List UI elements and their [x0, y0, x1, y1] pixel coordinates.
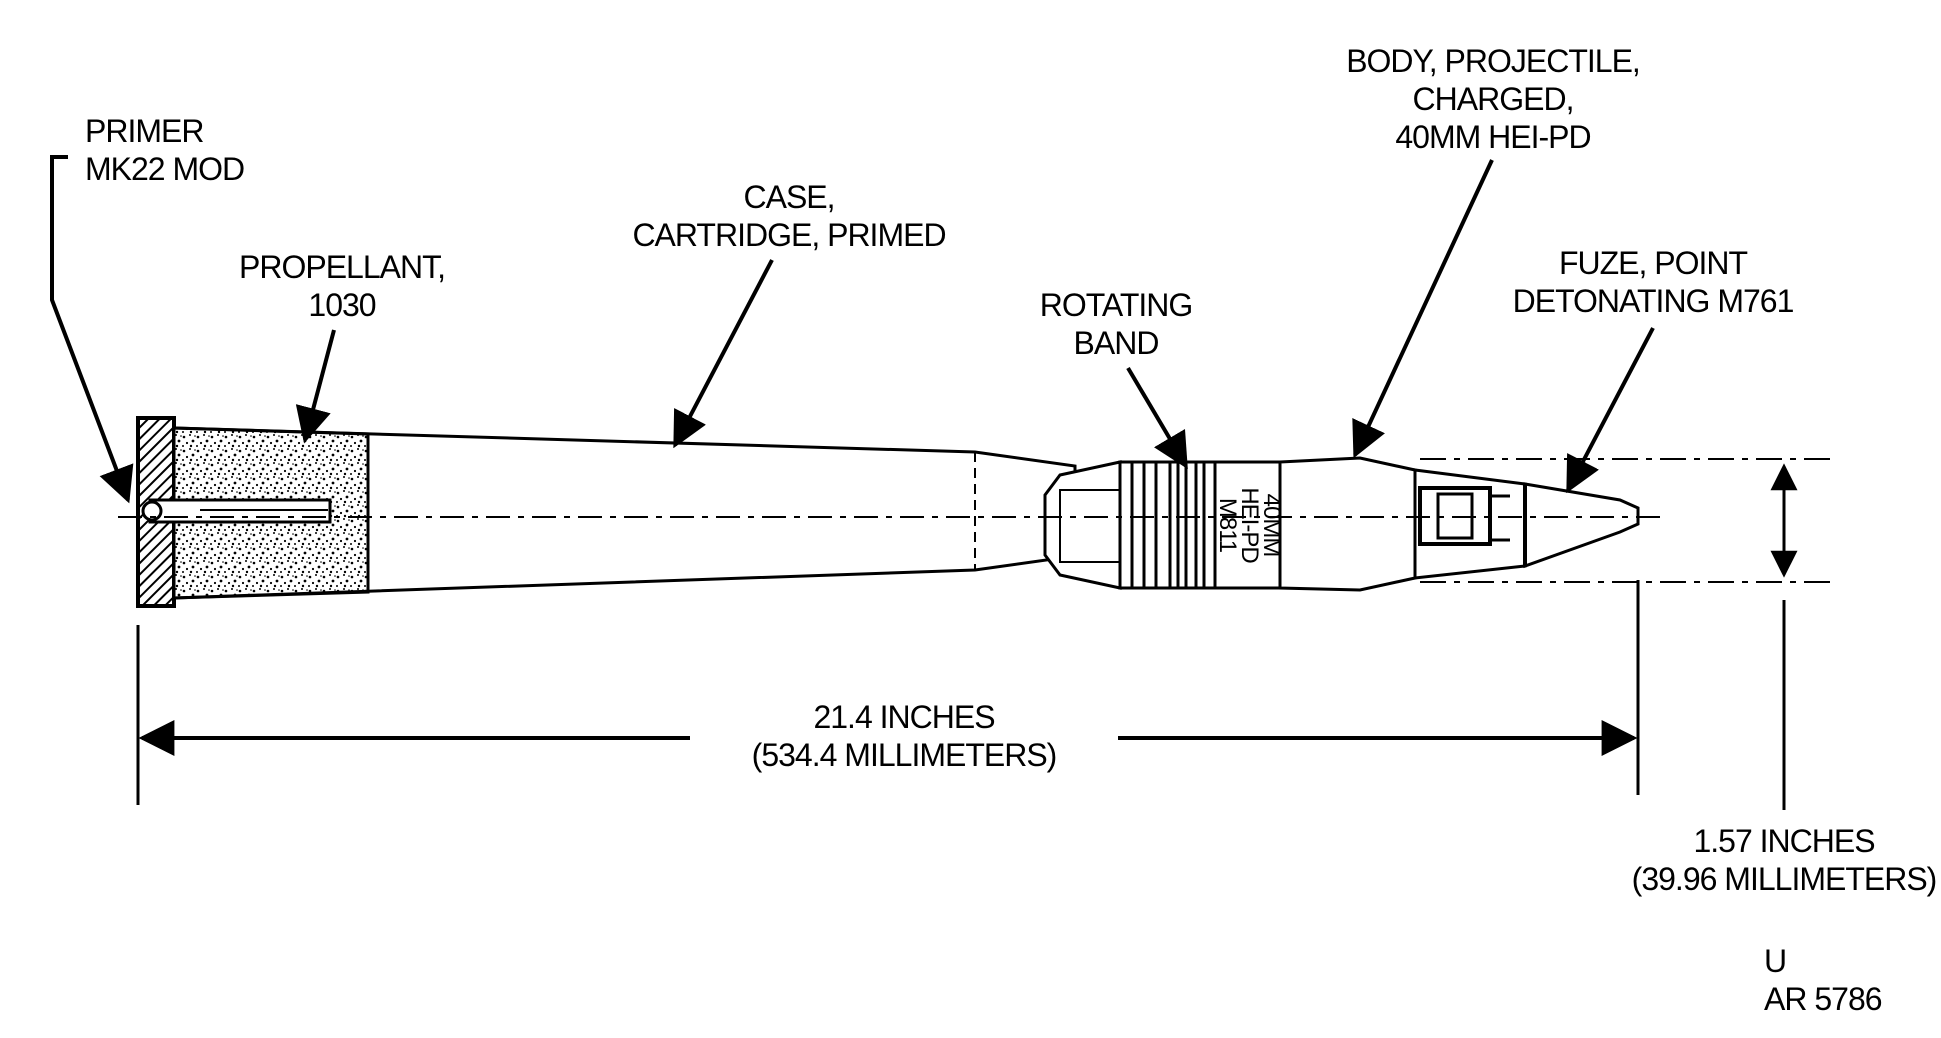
label-fuze: FUZE, POINT DETONATING M761 [1513, 245, 1795, 319]
figure-reference: U AR 5786 [1764, 943, 1883, 1017]
label-primer-line-2: MK22 MOD [85, 151, 244, 187]
diameter-dimension [1420, 458, 1832, 810]
propellant-leader [295, 329, 336, 444]
cartridge-case [136, 416, 1077, 608]
fuze-leader [1566, 327, 1655, 494]
label-rotating-band-line-2: BAND [1074, 325, 1159, 361]
label-diameter: 1.57 INCHES (39.96 MILLIMETERS) [1632, 823, 1938, 897]
rotating-band [1118, 460, 1217, 590]
label-rotating-band: ROTATING BAND [1040, 287, 1194, 361]
primer-cap [141, 500, 163, 522]
classification-marking: U [1764, 943, 1786, 979]
label-fuze-line-2: DETONATING M761 [1513, 283, 1794, 319]
leader-lines [50, 155, 1655, 504]
band-grooves [1130, 462, 1206, 588]
label-body-line-2: CHARGED, [1413, 81, 1574, 117]
label-diameter-line-1: 1.57 INCHES [1693, 823, 1874, 859]
label-body: BODY, PROJECTILE, CHARGED, 40MM HEI-PD [1346, 43, 1641, 155]
label-primer: PRIMER MK22 MOD [85, 113, 245, 187]
marking-line-3: M811 [1214, 498, 1241, 553]
marking-line-1: 40MM [1258, 494, 1285, 557]
projectile-marking: 40MM HEI-PD M811 [1214, 487, 1285, 563]
fuze-tip [1523, 482, 1640, 569]
case-leader [673, 259, 774, 449]
length-dimension [136, 580, 1640, 805]
label-propellant-line-1: PROPELLANT, [239, 249, 445, 285]
label-propellant-line-2: 1030 [308, 287, 375, 323]
primer-leader [50, 155, 134, 504]
rotating-band-leader [1126, 366, 1188, 470]
label-length-line-2: (534.4 MILLIMETERS) [752, 737, 1057, 773]
label-rotating-band-line-1: ROTATING [1040, 287, 1193, 323]
label-fuze-line-1: FUZE, POINT [1559, 245, 1748, 281]
label-case-line-1: CASE, [743, 179, 834, 215]
label-primer-line-1: PRIMER [85, 113, 203, 149]
projectile-body [1278, 456, 1417, 592]
label-length-line-1: 21.4 INCHES [813, 699, 994, 735]
label-body-line-3: 40MM HEI-PD [1395, 119, 1590, 155]
label-length: 21.4 INCHES (534.4 MILLIMETERS) [752, 699, 1058, 773]
marking-line-2: HEI-PD [1236, 487, 1263, 563]
label-propellant: PROPELLANT, 1030 [239, 249, 446, 323]
figure-reference-number: AR 5786 [1764, 981, 1882, 1017]
label-case-line-2: CARTRIDGE, PRIMED [632, 217, 945, 253]
projectile-marked-segment [1213, 460, 1282, 590]
projectile-base [1043, 460, 1122, 590]
projectile [1043, 456, 1640, 592]
label-diameter-line-2: (39.96 MILLIMETERS) [1632, 861, 1937, 897]
body-leader [1352, 159, 1494, 459]
label-case: CASE, CARTRIDGE, PRIMED [632, 179, 946, 253]
label-body-line-1: BODY, PROJECTILE, [1346, 43, 1640, 79]
